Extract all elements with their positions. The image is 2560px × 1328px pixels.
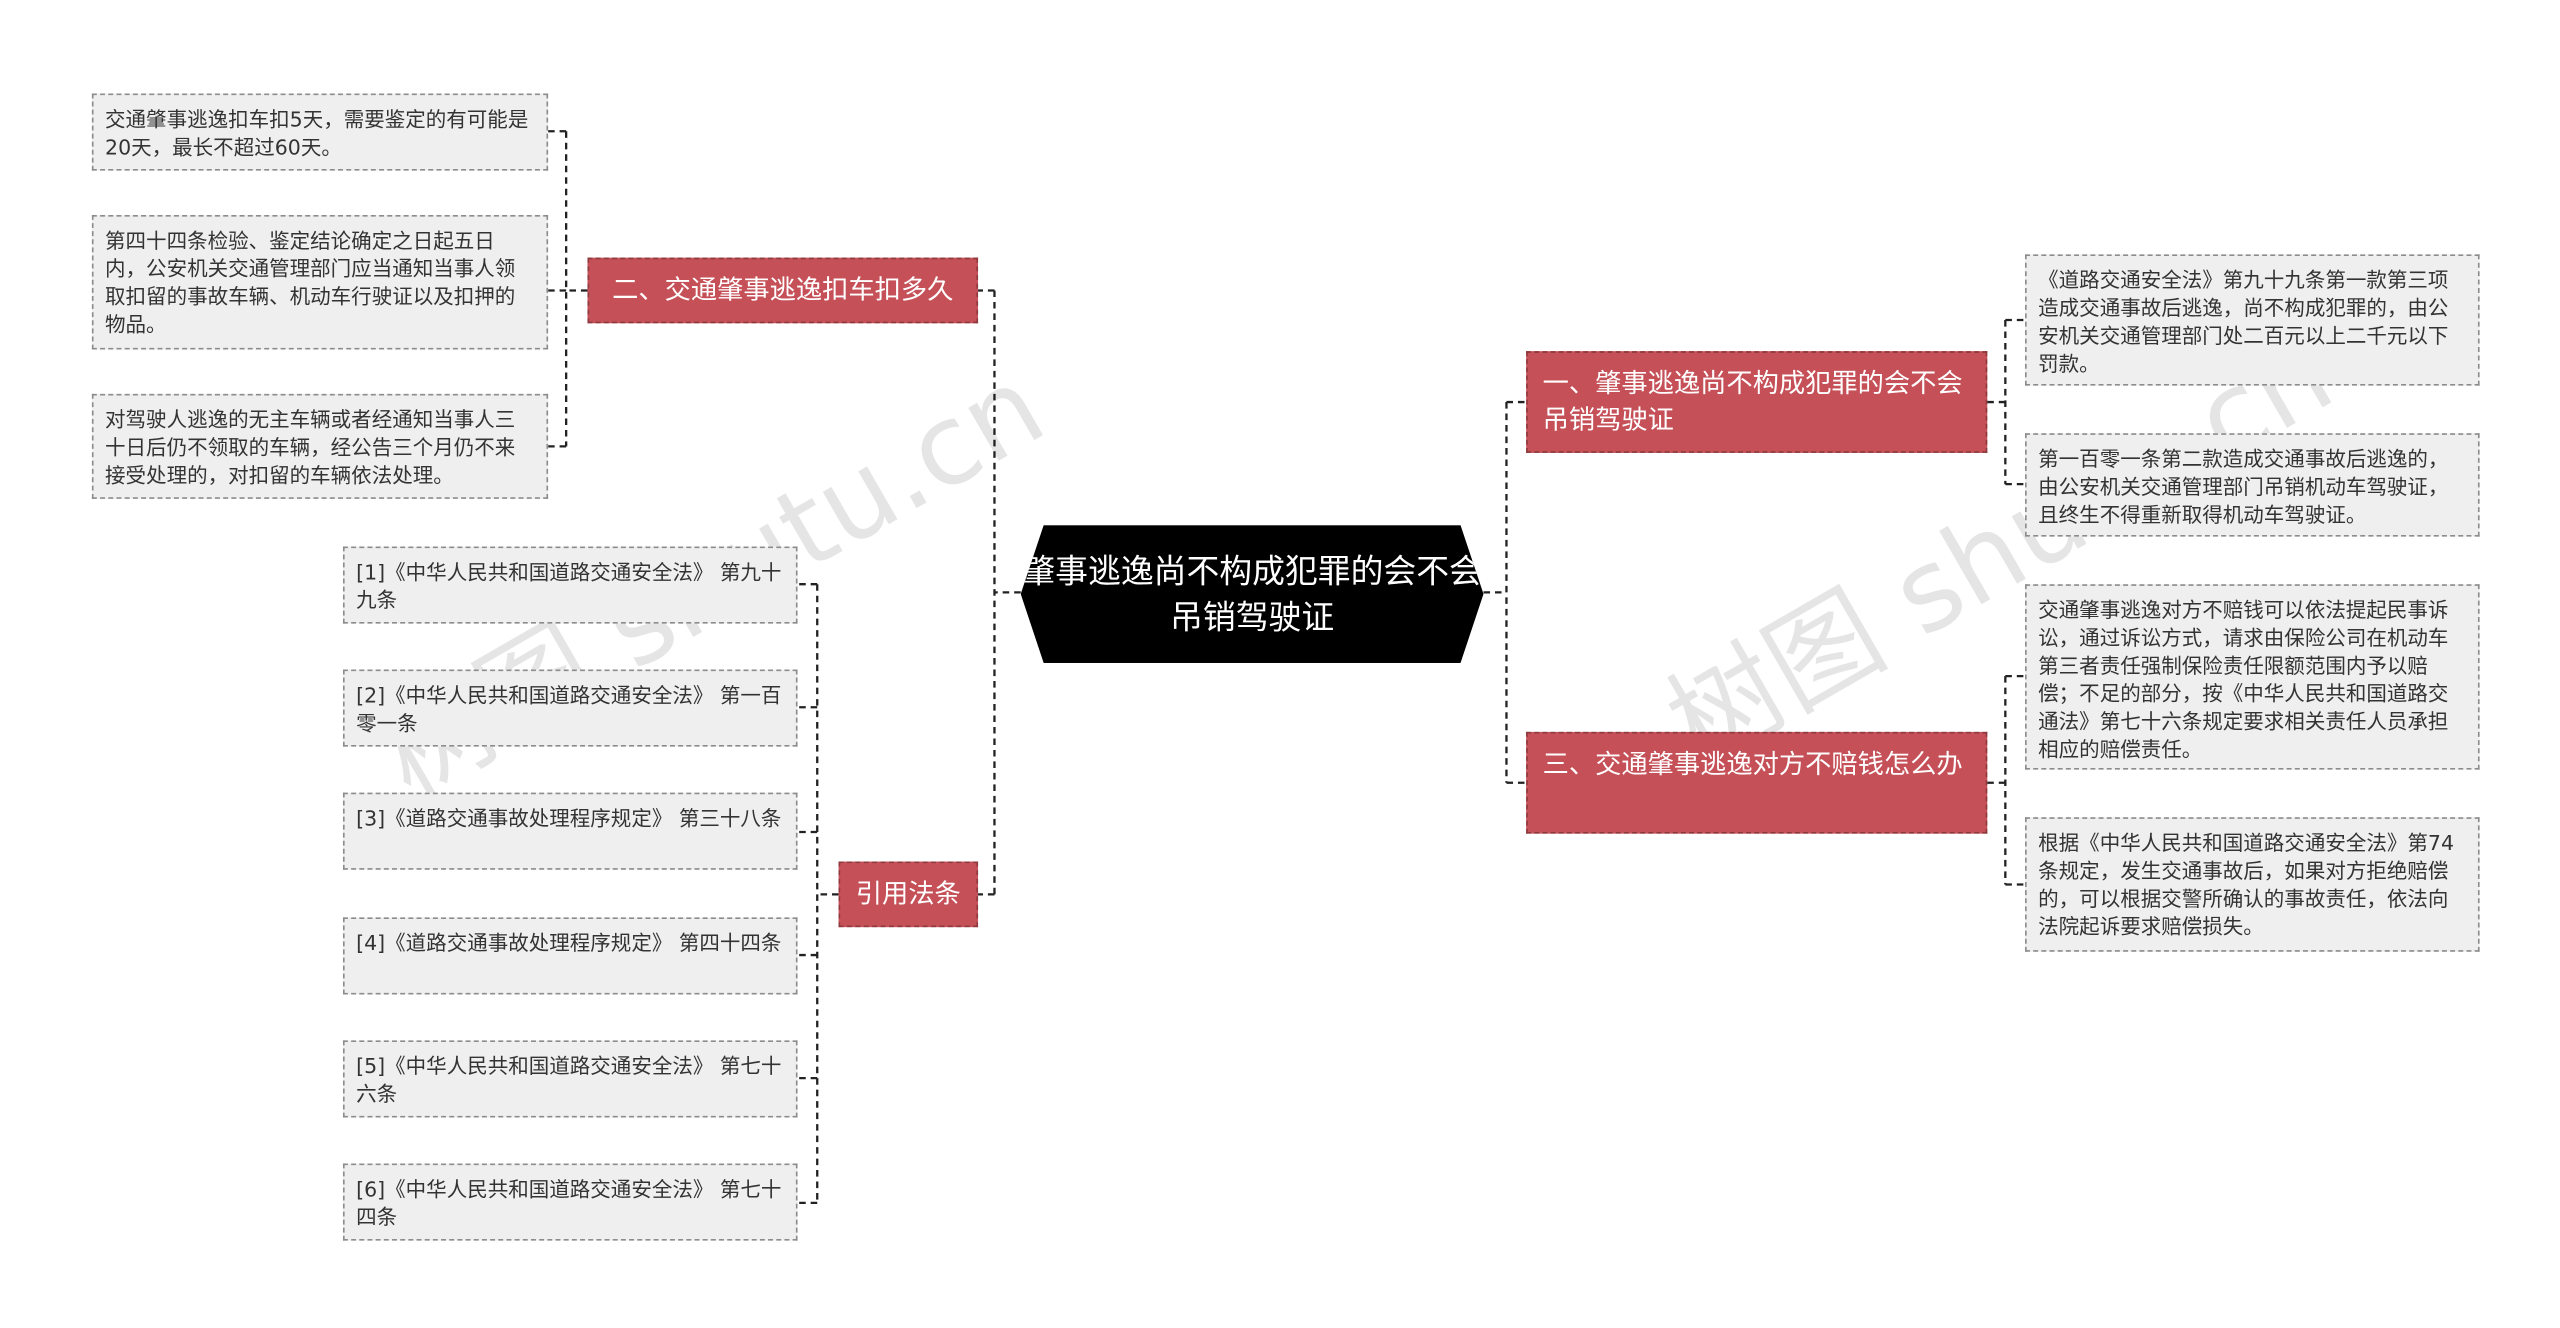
branch-1-leaf-2[interactable]: 第一百零一条第二款造成交通事故后逃逸的，由公安机关交通管理部门吊销机动车驾驶证，… [2025,433,2480,537]
connector-b4 [797,583,839,1205]
connector-b1 [1987,318,2026,486]
branch-1[interactable]: 一、肇事逃逸尚不构成犯罪的会不会吊销驾驶证 [1526,351,1988,453]
citation-4[interactable]: [4]《道路交通事故处理程序规定》 第四十四条 [342,917,798,995]
citation-1[interactable]: [1]《中华人民共和国道路交通安全法》 第九十九条 [342,546,798,624]
branch-3-leaf-2[interactable]: 根据《中华人民共和国道路交通安全法》第74条规定，发生交通事故后，如果对方拒绝赔… [2025,817,2480,952]
branch-1-label: 一、肇事逃逸尚不构成犯罪的会不会吊销驾驶证 [1542,367,1963,435]
branch-4[interactable]: 引用法条 [838,861,979,928]
connector-b3 [1987,674,2026,886]
branch-4-label: 引用法条 [855,877,961,910]
branch-3[interactable]: 三、交通肇事逃逸对方不赔钱怎么办 [1526,731,1988,834]
root-topic[interactable]: 肇事逃逸尚不构成犯罪的会不会吊销驾驶证 [1021,525,1484,663]
branch-2-leaf-1[interactable]: 交通肇事逃逸扣车扣5天，需要鉴定的有可能是20天，最长不超过60天。 [91,93,549,171]
root-title: 肇事逃逸尚不构成犯罪的会不会吊销驾驶证 [1022,551,1482,637]
branch-2-leaf-2[interactable]: 第四十四条检验、鉴定结论确定之日起五日内，公安机关交通管理部门应当通知当事人领取… [91,214,549,350]
citation-6[interactable]: [6]《中华人民共和国道路交通安全法》 第七十四条 [342,1163,798,1241]
branch-3-label: 三、交通肇事逃逸对方不赔钱怎么办 [1542,748,1963,780]
branch-2-label: 二、交通肇事逃逸扣车扣多久 [612,274,954,306]
branch-2-leaf-3[interactable]: 对驾驶人逃逸的无主车辆或者经通知当事人三十日后仍不领取的车辆，经公告三个月仍不来… [91,393,549,499]
branch-2[interactable]: 二、交通肇事逃逸扣车扣多久 [587,257,979,324]
branch-1-leaf-1[interactable]: 《道路交通安全法》第九十九条第一款第三项造成交通事故后逃逸，尚不构成犯罪的，由公… [2025,254,2480,386]
branch-3-leaf-1[interactable]: 交通肇事逃逸对方不赔钱可以依法提起民事诉讼，通过诉讼方式，请求由保险公司在机动车… [2025,584,2480,770]
connector-b2 [548,130,588,448]
citation-2[interactable]: [2]《中华人民共和国道路交通安全法》 第一百零一条 [342,669,798,747]
citation-5[interactable]: [5]《中华人民共和国道路交通安全法》 第七十六条 [342,1040,798,1118]
citation-3[interactable]: [3]《道路交通事故处理程序规定》 第三十八条 [342,792,798,870]
